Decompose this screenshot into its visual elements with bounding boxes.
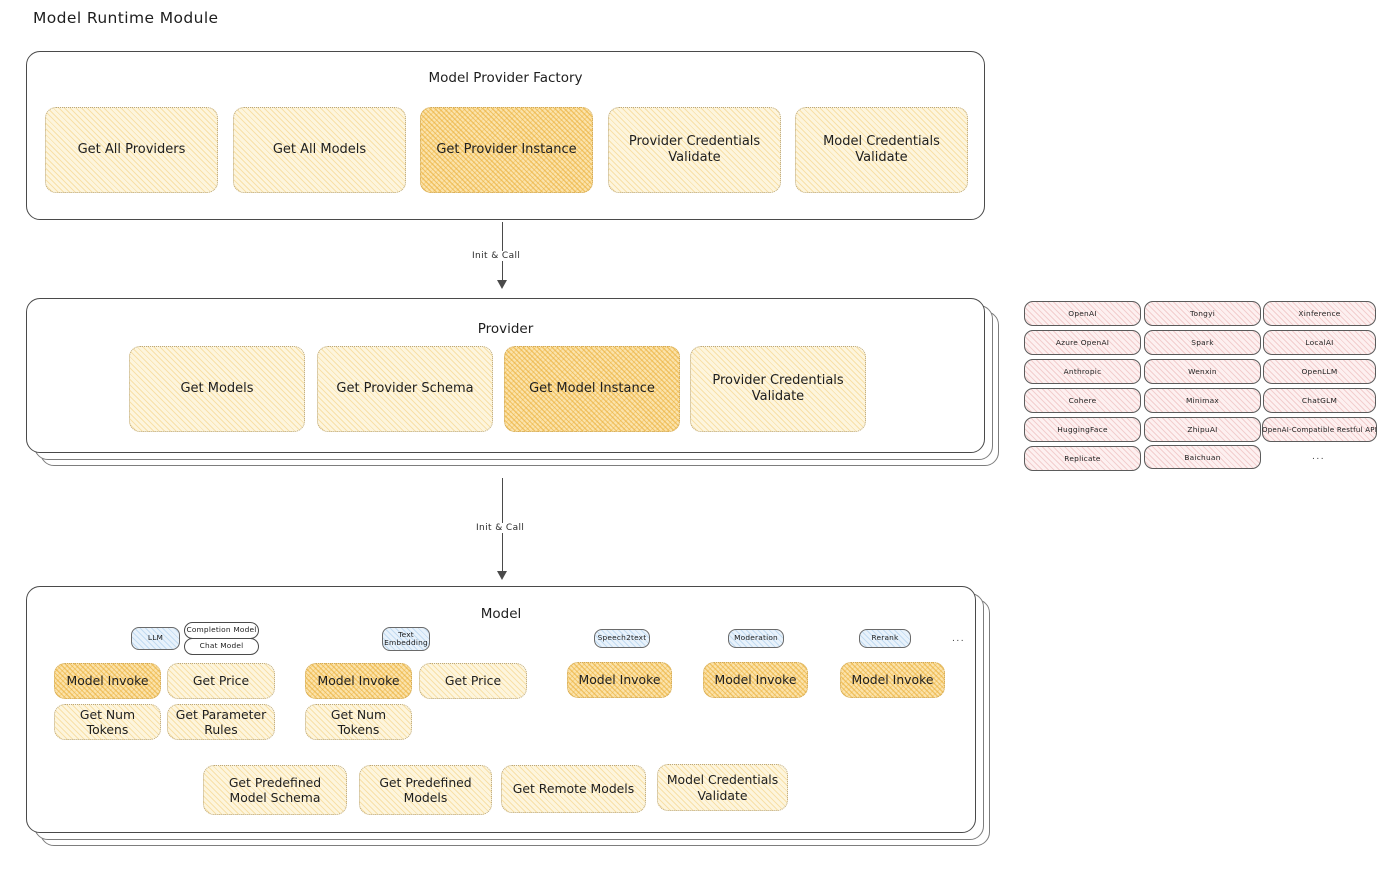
model-op-llm-get-num-tokens[interactable]: Get Num Tokens	[54, 704, 161, 740]
provider-pill-replicate[interactable]: Replicate	[1024, 446, 1141, 471]
model-type-badge-rerank[interactable]: Rerank	[859, 629, 911, 648]
model-type-badge-moderation[interactable]: Moderation	[728, 629, 784, 648]
provider-pill-spark[interactable]: Spark	[1144, 330, 1261, 355]
provider-node-get-models[interactable]: Get Models	[129, 346, 305, 432]
provider-pill-huggingface[interactable]: HuggingFace	[1024, 417, 1141, 442]
factory-node-get-all-providers[interactable]: Get All Providers	[45, 107, 218, 193]
model-op-llm-model-invoke[interactable]: Model Invoke	[54, 663, 161, 699]
model-op-text-embedding-get-price[interactable]: Get Price	[419, 663, 527, 699]
model-op-text-embedding-model-invoke[interactable]: Model Invoke	[305, 663, 412, 699]
model-op-moderation-model-invoke[interactable]: Model Invoke	[703, 662, 808, 698]
provider-pill-cohere[interactable]: Cohere	[1024, 388, 1141, 413]
factory-node-get-provider-instance[interactable]: Get Provider Instance	[420, 107, 593, 193]
model-op-llm-get-price[interactable]: Get Price	[167, 663, 275, 699]
model-subtype-badge-chat-model[interactable]: Chat Model	[184, 638, 259, 655]
provider-pill-azure-openai[interactable]: Azure OpenAI	[1024, 330, 1141, 355]
model-type-badge-speech2text[interactable]: Speech2text	[594, 629, 650, 648]
model-common-op-get-predefined-models[interactable]: Get Predefined Models	[359, 765, 492, 815]
factory-node-model-credentials-validate[interactable]: Model Credentials Validate	[795, 107, 968, 193]
provider-pill-localai[interactable]: LocalAI	[1263, 330, 1376, 355]
provider-title: Provider	[477, 321, 534, 337]
model-op-rerank-model-invoke[interactable]: Model Invoke	[840, 662, 945, 698]
model-subtype-badge-completion-model[interactable]: Completion Model	[184, 622, 259, 639]
page-title: Model Runtime Module	[33, 9, 219, 27]
model-provider-factory-title: Model Provider Factory	[428, 70, 583, 86]
model-op-llm-get-parameter-rules[interactable]: Get Parameter Rules	[167, 704, 275, 740]
provider-pill-openai[interactable]: OpenAI	[1024, 301, 1141, 326]
provider-pill-xinference[interactable]: Xinference	[1263, 301, 1376, 326]
provider-pill-zhipuai[interactable]: ZhipuAI	[1144, 417, 1261, 442]
factory-node-provider-credentials-validate[interactable]: Provider Credentials Validate	[608, 107, 781, 193]
provider-pill-wenxin[interactable]: Wenxin	[1144, 359, 1261, 384]
model-type-badge-llm[interactable]: LLM	[131, 627, 180, 650]
model-title: Model	[480, 606, 522, 622]
arrow-factory-to-provider-head	[497, 280, 507, 289]
model-common-op-model-credentials-validate[interactable]: Model Credentials Validate	[657, 764, 788, 811]
model-common-op-get-remote-models[interactable]: Get Remote Models	[501, 765, 646, 813]
provider-pill-anthropic[interactable]: Anthropic	[1024, 359, 1141, 384]
arrow-provider-to-model-label: Init & Call	[473, 523, 528, 533]
provider-pill-openllm[interactable]: OpenLLM	[1263, 359, 1376, 384]
model-op-text-embedding-get-num-tokens[interactable]: Get Num Tokens	[305, 704, 412, 740]
provider-node-provider-credentials-validate[interactable]: Provider Credentials Validate	[690, 346, 866, 432]
arrow-provider-to-model-head	[497, 571, 507, 580]
factory-node-get-all-models[interactable]: Get All Models	[233, 107, 406, 193]
model-op-speech2text-model-invoke[interactable]: Model Invoke	[567, 662, 672, 698]
model-types-more: ...	[952, 634, 966, 644]
provider-node-get-provider-schema[interactable]: Get Provider Schema	[317, 346, 493, 432]
provider-pill-minimax[interactable]: Minimax	[1144, 388, 1261, 413]
arrow-factory-to-provider-label: Init & Call	[469, 251, 524, 261]
provider-pill-openai-compatible-restful-api[interactable]: OpenAI-Compatible Restful API	[1262, 417, 1377, 442]
model-common-op-get-predefined-model-schema[interactable]: Get Predefined Model Schema	[203, 765, 347, 815]
provider-pill-baichuan[interactable]: Baichuan	[1144, 445, 1261, 469]
model-type-badge-text-embedding[interactable]: Text Embedding	[382, 627, 430, 651]
provider-pill-chatglm[interactable]: ChatGLM	[1263, 388, 1376, 413]
provider-node-get-model-instance[interactable]: Get Model Instance	[504, 346, 680, 432]
provider-pill-tongyi[interactable]: Tongyi	[1144, 301, 1261, 326]
provider-list-more: ...	[1312, 452, 1326, 462]
